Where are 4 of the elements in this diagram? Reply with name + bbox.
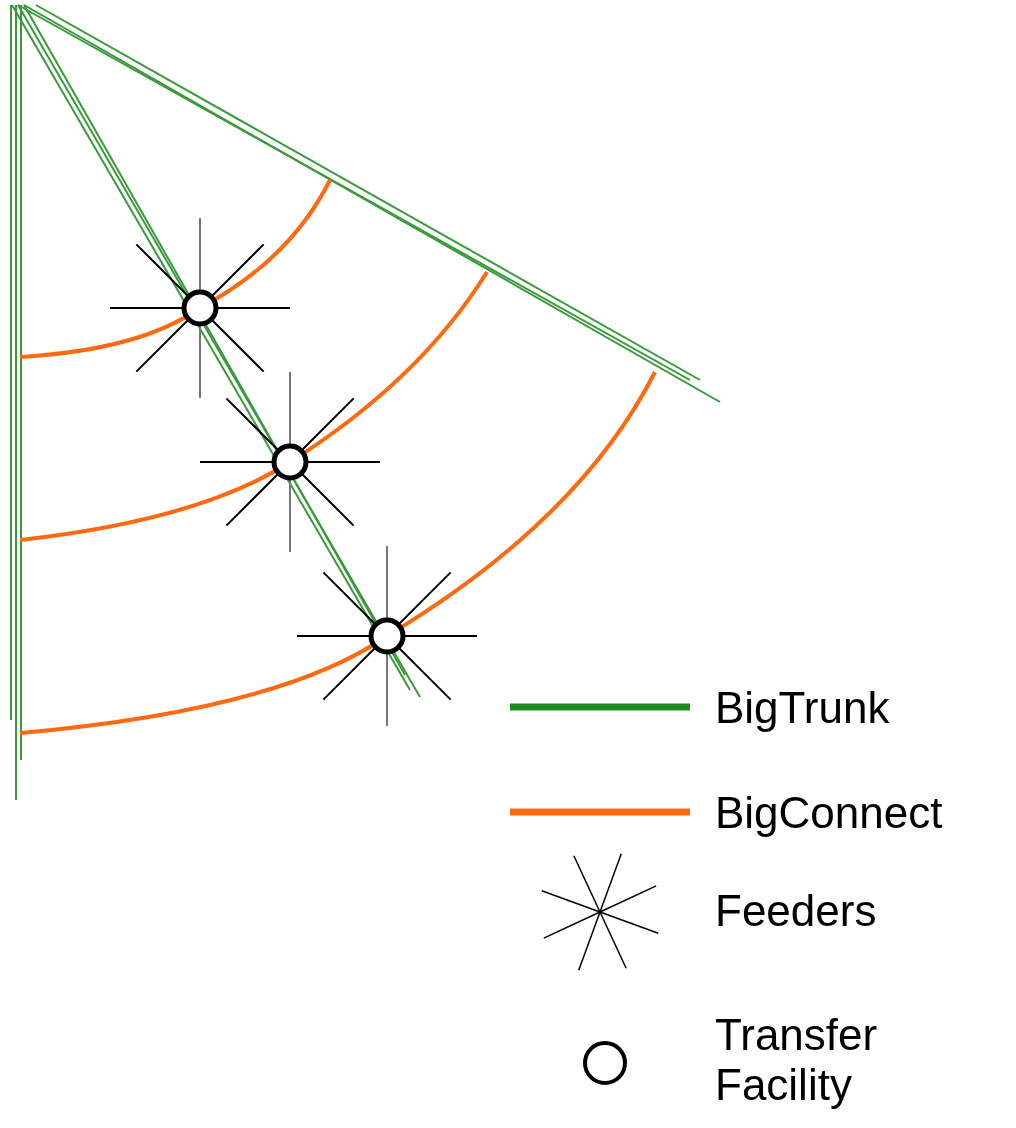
legend-text: Transfer Facility xyxy=(715,1010,879,1110)
legend-text: BigConnect xyxy=(715,788,944,838)
legend-text: Feeders xyxy=(715,886,878,936)
legend-text: BigTrunk xyxy=(715,683,891,733)
